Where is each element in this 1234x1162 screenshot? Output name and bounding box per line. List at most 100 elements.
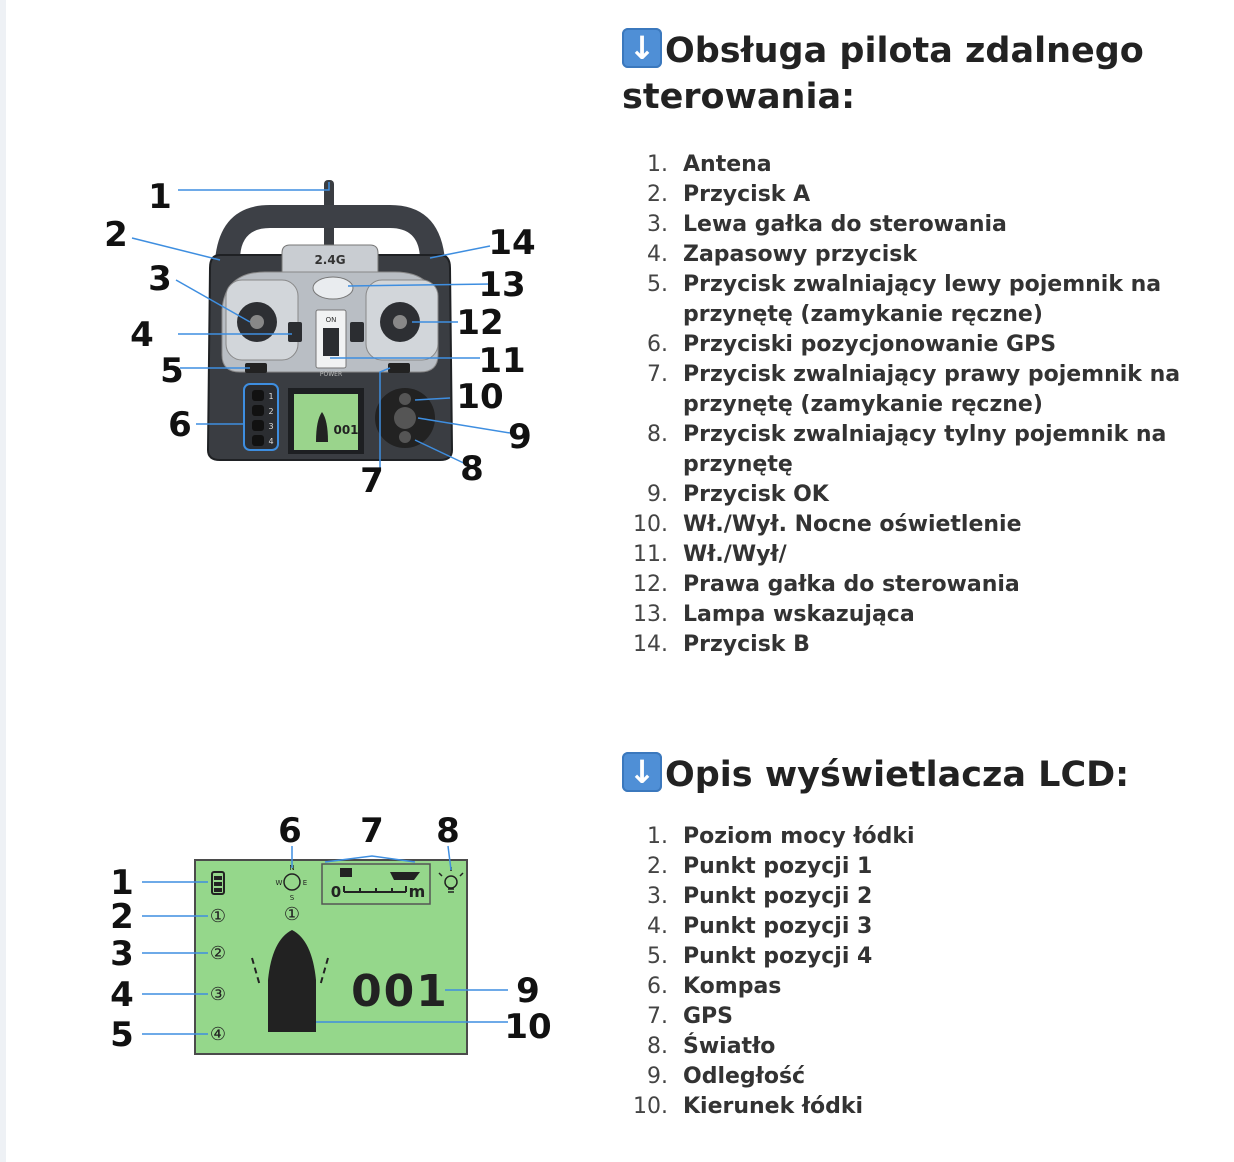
left-release-button[interactable] — [245, 363, 267, 373]
lcd-section: Opis wyświetlacza LCD: 1.Poziom mocy łód… — [622, 752, 1222, 1122]
list-item-text: Przycisk A — [683, 182, 811, 207]
list-item-number: 8. — [647, 1034, 668, 1059]
battery-bar — [214, 876, 222, 880]
callout-number: 10 — [456, 377, 503, 417]
gps-key[interactable] — [252, 405, 264, 416]
callout-lines — [131, 182, 511, 470]
list-item-number: 4. — [647, 242, 668, 267]
list-item-text: Punkt pozycji 3 — [683, 914, 873, 939]
list-item: 1.Poziom mocy łódki — [622, 822, 1222, 852]
list-item: 7.Przycisk zwalniający prawy pojemnik na… — [622, 360, 1222, 420]
list-item-text: Punkt pozycji 1 — [683, 854, 873, 879]
list-item: 3.Punkt pozycji 2 — [622, 882, 1222, 912]
gps-key[interactable] — [252, 390, 264, 401]
gps-key[interactable] — [252, 435, 264, 446]
remote-section-title: Obsługa pilota zdalnego sterowania: — [622, 31, 1144, 117]
down-arrow-emoji-icon — [622, 752, 662, 792]
list-item-number: 3. — [647, 884, 668, 909]
list-item-text: Lampa wskazująca — [683, 602, 915, 627]
list-item: 9.Odległość — [622, 1062, 1222, 1092]
gps-keys-group — [243, 383, 279, 451]
list-item-text: Poziom mocy łódki — [683, 824, 915, 849]
night-light-button[interactable] — [399, 393, 411, 405]
left-stick-cap — [250, 315, 264, 329]
indicator-lamp — [312, 276, 354, 300]
list-item: 10.Wł./Wył. Nocne oświetlenie — [622, 510, 1222, 540]
callout-number: 9 — [508, 417, 532, 457]
gps-position-mark: ① — [284, 904, 300, 925]
distance-readout: 001 — [351, 966, 449, 1017]
boat-mini-icon — [390, 872, 420, 880]
scale-bar — [343, 886, 407, 893]
list-item-number: 11. — [633, 542, 668, 567]
rear-release-button[interactable] — [399, 431, 411, 443]
spare-button[interactable] — [288, 322, 302, 342]
list-item-text: Wł./Wył/ — [683, 542, 787, 567]
list-item-text: Kierunek łódki — [683, 1094, 864, 1119]
callout-number: 1 — [110, 863, 134, 903]
scale-zero: 0 — [331, 883, 341, 901]
remote-section: Obsługa pilota zdalnego sterowania: 1.An… — [622, 28, 1222, 660]
list-item: 12.Prawa gałka do sterowania — [622, 570, 1222, 600]
right-stick-cap — [393, 315, 407, 329]
svg-text:S: S — [290, 894, 295, 902]
callout-number: 2 — [104, 215, 128, 255]
gps-key[interactable] — [252, 420, 264, 431]
right-release-button[interactable] — [388, 363, 410, 373]
list-item: 11. Wł./Wył/ — [622, 540, 1222, 570]
list-item-number: 10. — [633, 1094, 668, 1119]
ok-button[interactable] — [394, 407, 416, 429]
gps-key-label: 3 — [268, 422, 273, 431]
list-item: 13.Lampa wskazująca — [622, 600, 1222, 630]
page-left-edge — [0, 0, 6, 1162]
position-mark: ② — [210, 943, 226, 964]
list-item-number: 9. — [647, 1064, 668, 1089]
callout-number: 8 — [460, 449, 484, 489]
gps-key-label: 1 — [268, 392, 273, 401]
list-item-number: 5. — [647, 944, 668, 969]
switch-on-label: ON — [326, 316, 337, 324]
list-item-text: Przycisk zwalniający tylny pojemnik na p… — [683, 422, 1167, 477]
list-item-text: GPS — [683, 1004, 734, 1029]
callout-number: 10 — [504, 1007, 551, 1047]
list-item: 10. Kierunek łódki — [622, 1092, 1222, 1122]
list-item: 7.GPS — [622, 1002, 1222, 1032]
scale-unit: m — [409, 882, 426, 901]
list-item-text: Punkt pozycji 4 — [683, 944, 873, 969]
position-mark: ① — [210, 906, 226, 927]
list-item: 2.Przycisk A — [622, 180, 1222, 210]
spare-button-right[interactable] — [350, 322, 364, 342]
list-item-number: 1. — [647, 152, 668, 177]
down-arrow-emoji-icon — [622, 28, 662, 68]
power-switch[interactable] — [323, 328, 339, 356]
list-item-text: Lewa gałka do sterowania — [683, 212, 1007, 237]
callout-number: 13 — [478, 265, 525, 305]
list-item: 8.Światło — [622, 1032, 1222, 1062]
callout-number: 4 — [110, 975, 134, 1015]
list-item: 6. Przyciski pozycjonowanie GPS — [622, 330, 1222, 360]
list-item-number: 14. — [633, 632, 668, 657]
callout-number: 3 — [148, 259, 172, 299]
list-item-number: 12. — [633, 572, 668, 597]
list-item-number: 2. — [647, 854, 668, 879]
remote-mini-icon — [340, 868, 352, 877]
gps-scale-box — [321, 863, 431, 905]
list-item-text: Przycisk zwalniający lewy pojemnik na pr… — [683, 272, 1162, 327]
callout-number: 14 — [488, 223, 535, 263]
list-item-number: 8. — [647, 422, 668, 447]
heading-lines — [251, 957, 329, 987]
boat-heading-icon — [268, 930, 316, 1032]
list-item-number: 7. — [647, 362, 668, 387]
list-item-number: 6. — [647, 332, 668, 357]
list-item-text: Przyciski pozycjonowanie GPS — [683, 332, 1057, 357]
list-item: 14.Przycisk B — [622, 630, 1222, 660]
list-item: 4.Punkt pozycji 3 — [622, 912, 1222, 942]
mini-boat-icon — [316, 412, 328, 442]
battery-icon — [211, 871, 225, 895]
